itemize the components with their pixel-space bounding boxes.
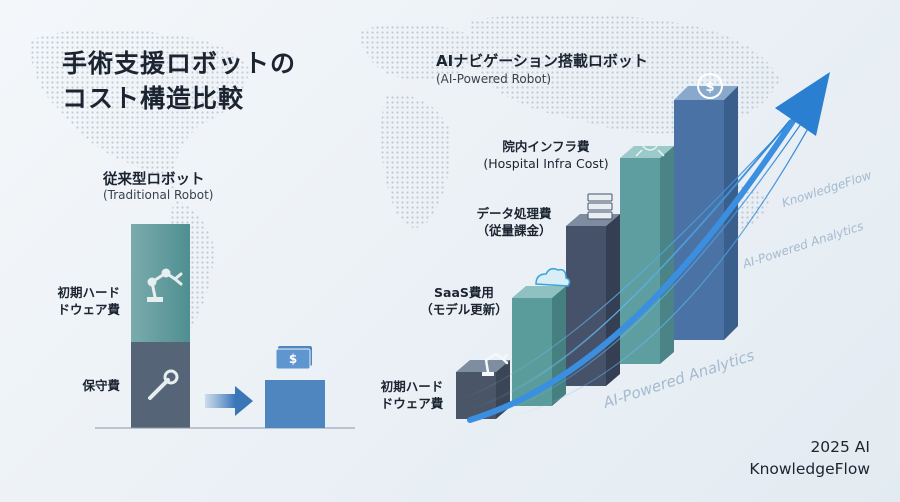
page-title-line-1: 手術支援ロボットの (62, 49, 297, 78)
label-line: (Hospital Infra Cost) (483, 156, 609, 171)
step-data-label: データ処理費 （従量課金） (466, 205, 562, 239)
server-icon (587, 193, 613, 220)
money-bill-icon: $ (275, 346, 312, 370)
step-total (674, 86, 738, 340)
growth-arrow-icon (467, 72, 830, 423)
ai-subtitle: (AI-Powered Robot) (436, 72, 552, 86)
label-line: 初期ハード (380, 379, 444, 394)
label-line: データ処理費 (476, 206, 552, 221)
ai-cost-result-bar (265, 380, 325, 428)
label-line: ドウェア費 (380, 396, 444, 411)
robot-arm-icon (147, 268, 183, 302)
step-saas-label: SaaS費用 （モデル更新） (418, 284, 510, 318)
traditional-hardware-label: 初期ハード ドウェア費 (36, 284, 120, 318)
ai-title: AIナビゲーション搭載ロボット (436, 52, 648, 70)
label-line: 初期ハード (57, 285, 120, 300)
footer-brand: 2025 AI KnowledgeFlow (700, 436, 870, 480)
svg-text:$: $ (705, 80, 714, 95)
label-line: （従量課金） (476, 223, 552, 238)
label-line: ドウェア費 (57, 302, 120, 317)
traditional-maintenance-label: 保守費 (36, 377, 120, 394)
footer-year: 2025 AI (810, 438, 870, 456)
dollar-cycle-icon: $ (697, 73, 723, 99)
robot-arm-icon (482, 352, 509, 376)
page-title-line-2: コスト構造比較 (62, 84, 245, 113)
footer-brand-name: KnowledgeFlow (749, 460, 870, 478)
data-flow-streaks (459, 111, 811, 421)
network-hub-icon (634, 128, 666, 157)
wrench-icon (148, 369, 179, 400)
label-line: 保守費 (82, 378, 120, 393)
arrow-right-icon (205, 386, 253, 416)
cloud-icon (535, 267, 571, 287)
svg-text:$: $ (289, 352, 297, 366)
label-line: 院内インフラ費 (502, 139, 590, 154)
label-line: （モデル更新） (420, 302, 508, 317)
step-hardware-label: 初期ハード ドウェア費 (371, 378, 453, 412)
traditional-title: 従来型ロボット (103, 172, 205, 188)
step-infra-label: 院内インフラ費 (Hospital Infra Cost) (476, 138, 616, 172)
traditional-subtitle: (Traditional Robot) (103, 188, 214, 202)
label-line: SaaS費用 (434, 285, 494, 300)
